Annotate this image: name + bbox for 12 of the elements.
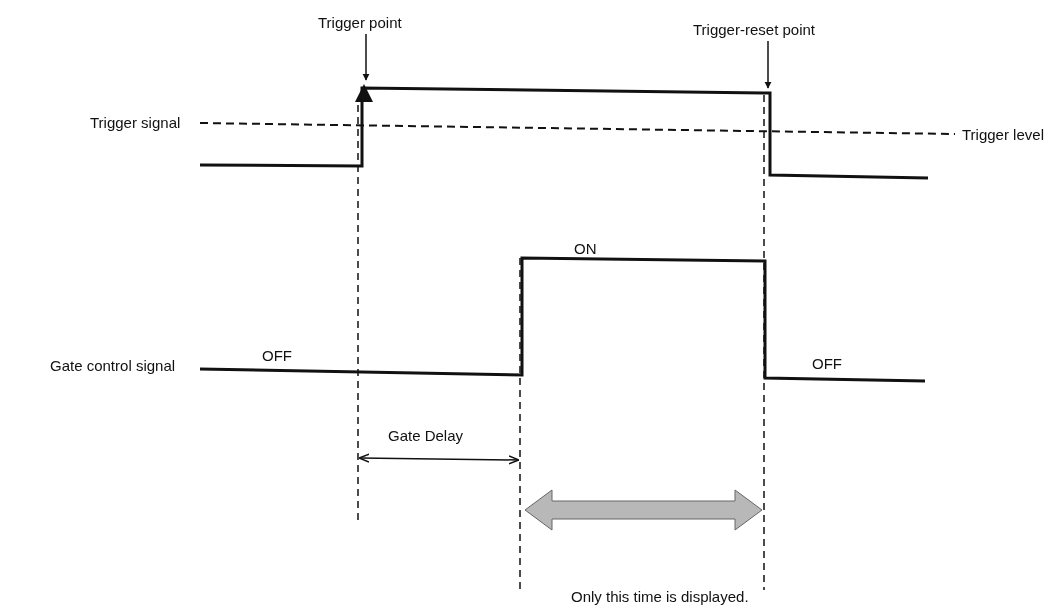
signal-label: OFF (812, 355, 842, 373)
signal-label: OFF (262, 347, 292, 365)
signal-label: Gate Delay (388, 427, 464, 445)
callout-text: Trigger-reset point (693, 21, 815, 39)
signal-label: Gate control signal (50, 357, 176, 375)
leader-arrow (362, 33, 370, 81)
signal-label: Trigger signal (90, 114, 181, 132)
callout-text: Trigger point (318, 14, 402, 32)
signal-label: Only this time is displayed. (571, 588, 749, 606)
signal-label: Trigger level (962, 126, 1044, 144)
signal-label: ON (574, 240, 597, 258)
leader-arrow (764, 40, 772, 89)
